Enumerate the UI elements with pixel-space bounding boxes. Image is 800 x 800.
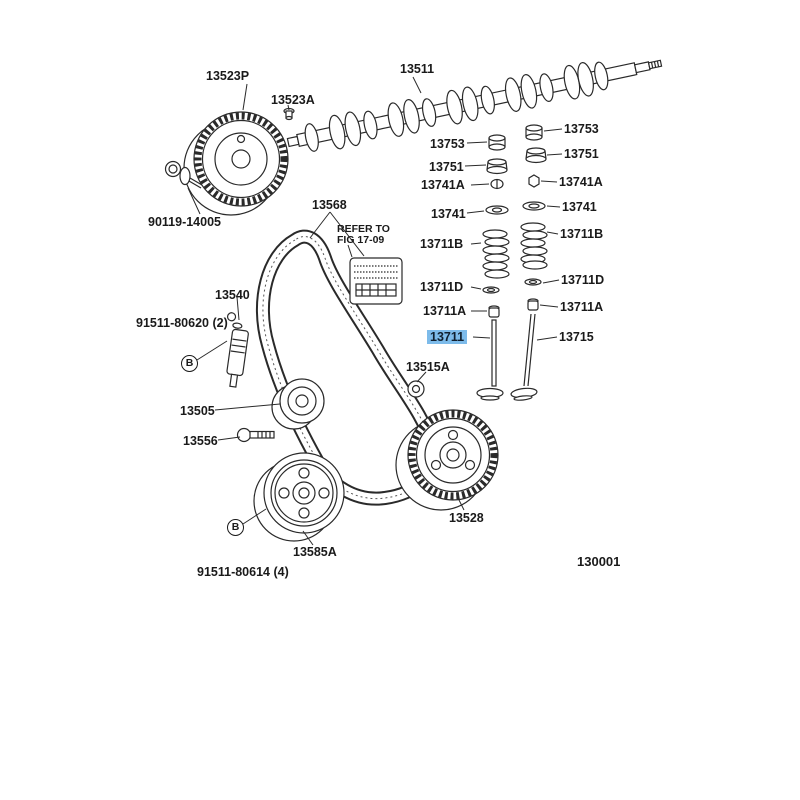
- belt-detail-box: [349, 257, 403, 305]
- bolt-callout-b-bottom: B: [227, 519, 244, 536]
- part-label-13751-left[interactable]: 13751: [429, 160, 464, 174]
- part-label-13511[interactable]: 13511: [400, 62, 435, 76]
- valve-train-left-drawing: [476, 134, 510, 401]
- refer-note-line1: REFER TO: [337, 223, 390, 235]
- part-label-13568[interactable]: 13568: [312, 198, 347, 212]
- part-label-13711B-right[interactable]: 13711B: [560, 227, 604, 241]
- part-label-13711B-left[interactable]: 13711B: [420, 237, 464, 251]
- part-label-13715[interactable]: 13715: [559, 330, 594, 344]
- part-label-13753-right[interactable]: 13753: [564, 122, 599, 136]
- bolt-13556-drawing: [236, 427, 275, 443]
- part-label-91511-80614[interactable]: 91511-80614 (4): [197, 565, 289, 579]
- part-label-13515A[interactable]: 13515A: [406, 360, 450, 374]
- plug-13523A-drawing: [283, 107, 295, 121]
- part-label-13741A-left[interactable]: 13741A: [421, 178, 465, 192]
- idler-pulley-drawing: [271, 378, 325, 430]
- part-label-13523P[interactable]: 13523P: [206, 69, 250, 83]
- valve-train-right-drawing: [510, 124, 548, 401]
- part-label-91511-80620[interactable]: 91511-80620 (2): [136, 316, 228, 330]
- part-label-13711D-right[interactable]: 13711D: [561, 273, 605, 287]
- part-label-13556[interactable]: 13556: [183, 434, 218, 448]
- part-label-13741-right[interactable]: 13741: [562, 200, 597, 214]
- part-label-13751-right[interactable]: 13751: [564, 147, 599, 161]
- part-label-13585A[interactable]: 13585A: [293, 545, 337, 559]
- refer-note-line2: FIG 17-09: [337, 234, 385, 246]
- part-label-13741-left[interactable]: 13741: [431, 207, 466, 221]
- crank-gear-drawing: [395, 409, 499, 511]
- part-label-13540[interactable]: 13540: [215, 288, 250, 302]
- part-label-13711-selected[interactable]: 13711: [427, 330, 468, 344]
- part-label-13711A-left[interactable]: 13711A: [423, 304, 467, 318]
- part-label-13528[interactable]: 13528: [449, 511, 484, 525]
- part-label-13523A[interactable]: 13523A: [271, 93, 315, 107]
- part-label-13741A-right[interactable]: 13741A: [559, 175, 603, 189]
- part-label-90119-14005[interactable]: 90119-14005: [148, 215, 221, 229]
- part-label-13711D-left[interactable]: 13711D: [420, 280, 464, 294]
- leader-lines: [187, 76, 563, 546]
- part-label-13505[interactable]: 13505: [180, 404, 215, 418]
- pulley-13585A-drawing: [253, 452, 345, 542]
- washer-13515A-drawing: [407, 380, 425, 398]
- bolt-callout-b-top: B: [181, 355, 198, 372]
- cam-gear-drawing: [183, 111, 289, 216]
- part-label-13711A-right[interactable]: 13711A: [560, 300, 604, 314]
- camshaft-drawing: [286, 59, 663, 152]
- figure-code: 130001: [577, 554, 621, 569]
- tensioner-drawing: [226, 312, 249, 388]
- cam-bolt-drawing: [164, 160, 203, 189]
- part-label-13753-left[interactable]: 13753: [430, 137, 465, 151]
